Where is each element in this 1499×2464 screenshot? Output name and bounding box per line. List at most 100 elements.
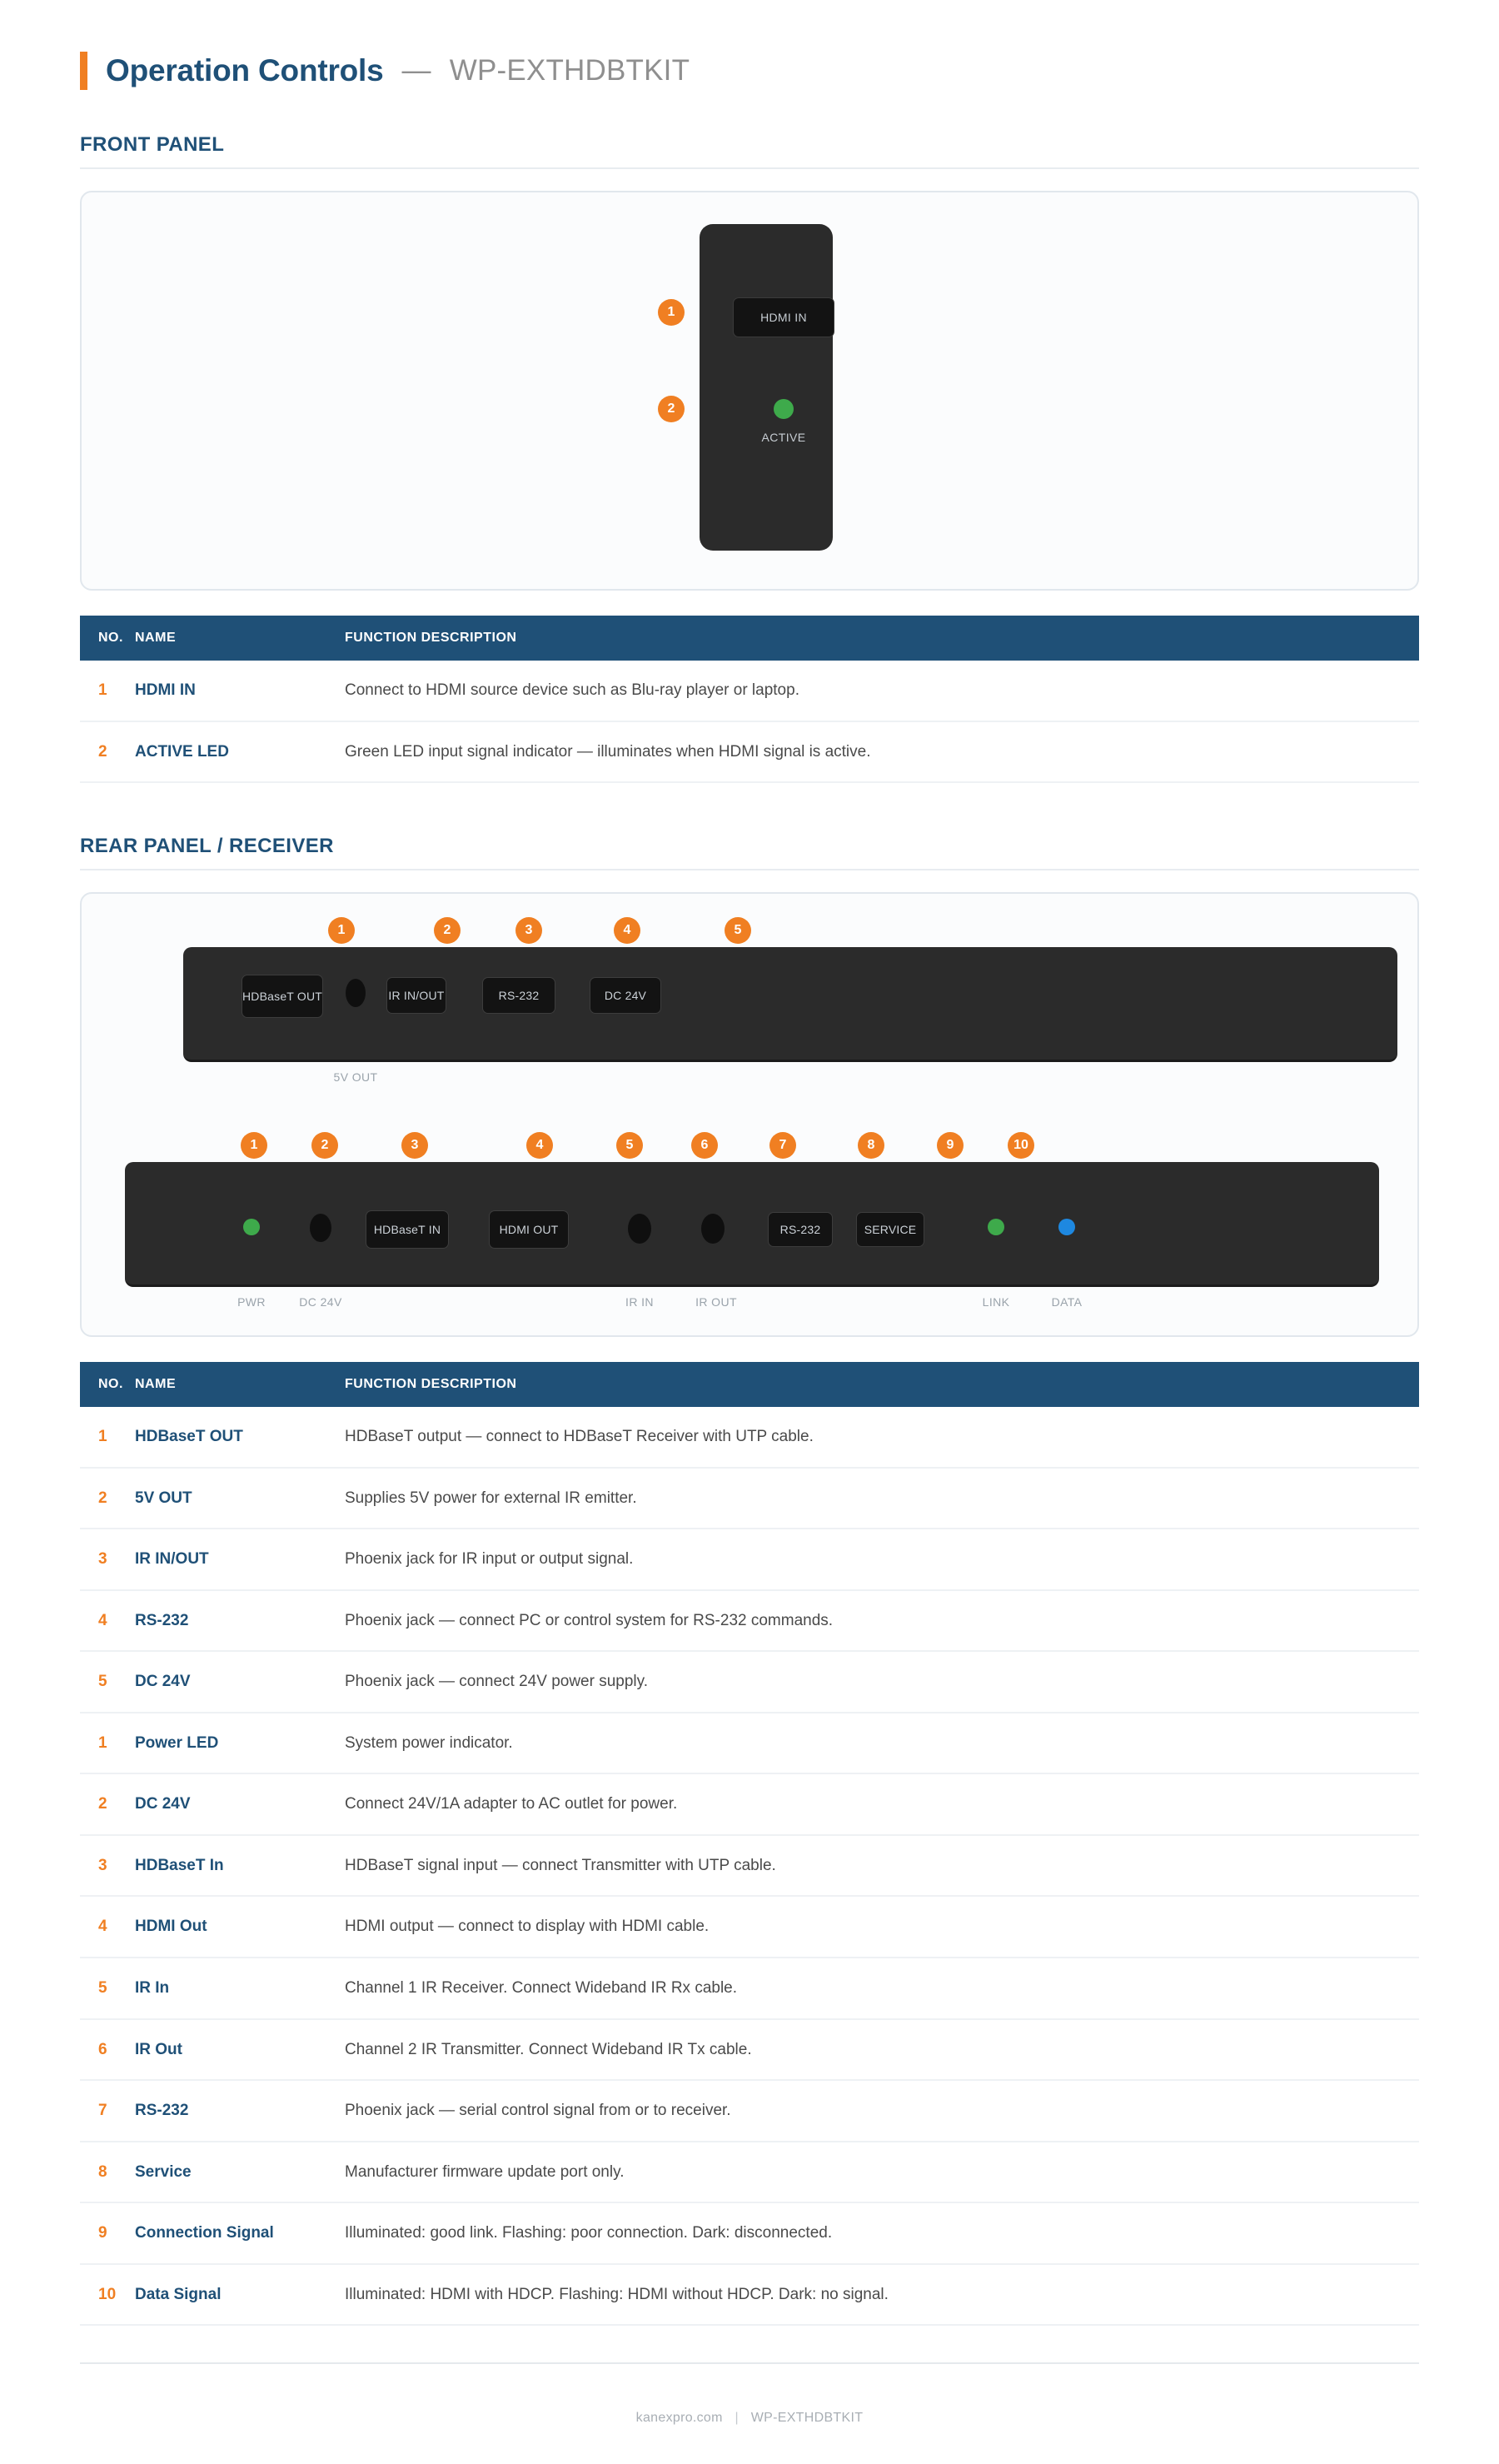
- cell-name: Service: [135, 2141, 345, 2204]
- cell-no: 4: [80, 1896, 135, 1959]
- cell-description: HDBaseT output — connect to HDBaseT Rece…: [345, 1407, 1419, 1469]
- section-heading-rear-panel: REAR PANEL / RECEIVER: [80, 835, 1419, 871]
- rx-port-rs-232: RS-232: [768, 1212, 833, 1248]
- tx-port-ir-in-out: IR IN/OUT: [386, 977, 446, 1015]
- rx-caption-ir-in: IR IN: [625, 1295, 654, 1309]
- table-row: 2 ACTIVE LED Green LED input signal indi…: [80, 721, 1419, 784]
- rx-port-dc-24v-jack: [310, 1214, 331, 1243]
- cell-name: HDMI IN: [135, 661, 345, 722]
- cell-name: HDMI Out: [135, 1896, 345, 1959]
- cell-no: 3: [80, 1529, 135, 1591]
- footer-separator: |: [735, 2411, 739, 2426]
- rear-diagram-stage: 1 2 3 4 5 HDBaseT OUT IR IN/OUT RS-232 D…: [93, 914, 1406, 1315]
- tx-badge-1: 1: [328, 917, 355, 945]
- cell-description: System power indicator.: [345, 1712, 1419, 1775]
- cell-description: Illuminated: good link. Flashing: poor c…: [345, 2202, 1419, 2265]
- rx-caption-data: DATA: [1051, 1295, 1083, 1309]
- rx-port-ir-in-jack: [628, 1214, 651, 1244]
- cell-no: 2: [80, 721, 135, 784]
- front-panel-table: NO. NAME FUNCTION DESCRIPTION 1 HDMI IN …: [80, 616, 1419, 784]
- transmitter-caption-row: 5V OUT: [183, 1062, 1406, 1090]
- receiver-chassis: HDBaseT IN HDMI OUT RS-232 SERVICE: [125, 1162, 1379, 1288]
- rx-caption-dc-24v: DC 24V: [299, 1295, 342, 1309]
- page-footer: kanexpro.com | WP-EXTHDBTKIT: [80, 2372, 1419, 2459]
- tx-port-5v-out-jack: [346, 979, 366, 1008]
- cell-name: HDBaseT OUT: [135, 1407, 345, 1469]
- rx-badge-3: 3: [401, 1132, 428, 1160]
- rx-port-ir-out-jack: [701, 1214, 725, 1244]
- cell-no: 1: [80, 1407, 135, 1469]
- front-badge-2: 2: [658, 396, 685, 422]
- front-port-hdmi-in: HDMI IN: [733, 297, 834, 337]
- table-spacer-row: [80, 2325, 1419, 2365]
- cell-name: IR IN/OUT: [135, 1529, 345, 1591]
- cell-name: DC 24V: [135, 1651, 345, 1713]
- cell-name: RS-232: [135, 2080, 345, 2142]
- rx-port-service: SERVICE: [856, 1212, 924, 1248]
- cell-description: HDMI output — connect to display with HD…: [345, 1896, 1419, 1959]
- cell-description: HDBaseT signal input — connect Transmitt…: [345, 1834, 1419, 1898]
- cell-no: 4: [80, 1589, 135, 1653]
- cell-name: 5V OUT: [135, 1467, 345, 1530]
- rx-port-hdmi-out: HDMI OUT: [489, 1210, 569, 1249]
- page-title: Operation Controls — WP-EXTHDBTKIT: [80, 52, 1419, 90]
- receiver-caption-row: PWR DC 24V IR IN IR OUT LINK DATA: [125, 1287, 1406, 1315]
- cell-description: Channel 1 IR Receiver. Connect Wideband …: [345, 1958, 1419, 2020]
- cell-no: 3: [80, 1834, 135, 1898]
- title-model: WP-EXTHDBTKIT: [449, 54, 690, 87]
- tx-port-rs-232: RS-232: [482, 977, 555, 1015]
- rx-badge-1: 1: [241, 1132, 267, 1160]
- cell-no: 8: [80, 2141, 135, 2204]
- cell-description: Connect to HDMI source device such as Bl…: [345, 661, 1419, 722]
- cell-name: RS-232: [135, 1589, 345, 1653]
- rx-badge-8: 8: [858, 1132, 884, 1160]
- col-header-description: FUNCTION DESCRIPTION: [345, 616, 1419, 661]
- col-header-name: NAME: [135, 1362, 345, 1408]
- rx-badge-10: 10: [1008, 1132, 1034, 1160]
- cell-name: DC 24V: [135, 1773, 345, 1836]
- title-dash: —: [401, 54, 431, 87]
- front-badge-1: 1: [658, 299, 685, 326]
- cell-no: 2: [80, 1773, 135, 1836]
- rx-caption-ir-out: IR OUT: [695, 1295, 737, 1309]
- rear-panel-diagram: 1 2 3 4 5 HDBaseT OUT IR IN/OUT RS-232 D…: [80, 892, 1419, 1338]
- rx-badge-6: 6: [691, 1132, 718, 1160]
- tx-port-dc-24v: DC 24V: [590, 977, 661, 1015]
- rx-caption-pwr: PWR: [237, 1295, 266, 1309]
- cell-name: ACTIVE LED: [135, 721, 345, 784]
- rx-link-led: [988, 1219, 1004, 1236]
- table-header-row: NO. NAME FUNCTION DESCRIPTION: [80, 616, 1419, 661]
- tx-badge-5: 5: [725, 917, 751, 945]
- transmitter-chassis: HDBaseT OUT IR IN/OUT RS-232 DC 24V: [183, 947, 1397, 1063]
- cell-no: 1: [80, 1712, 135, 1775]
- cell-name: Power LED: [135, 1712, 345, 1775]
- front-active-led: [774, 399, 794, 419]
- footer-model: WP-EXTHDBTKIT: [750, 2411, 864, 2426]
- tx-badge-2: 2: [434, 917, 461, 945]
- front-device-wrap: 1 HDMI IN 2 ACTIVE: [575, 224, 924, 557]
- rx-port-hdbaset-in: HDBaseT IN: [366, 1210, 449, 1249]
- table-header-row: NO. NAME FUNCTION DESCRIPTION: [80, 1362, 1419, 1408]
- cell-no: 6: [80, 2018, 135, 2082]
- cell-description: Supplies 5V power for external IR emitte…: [345, 1467, 1419, 1530]
- cell-description: Channel 2 IR Transmitter. Connect Wideba…: [345, 2018, 1419, 2082]
- title-main: Operation Controls: [106, 53, 384, 87]
- cell-name: IR In: [135, 1958, 345, 2020]
- rx-badge-5: 5: [616, 1132, 643, 1160]
- rx-badge-2: 2: [311, 1132, 338, 1160]
- title-accent-bar: [80, 52, 87, 90]
- cell-no: 10: [80, 2263, 135, 2327]
